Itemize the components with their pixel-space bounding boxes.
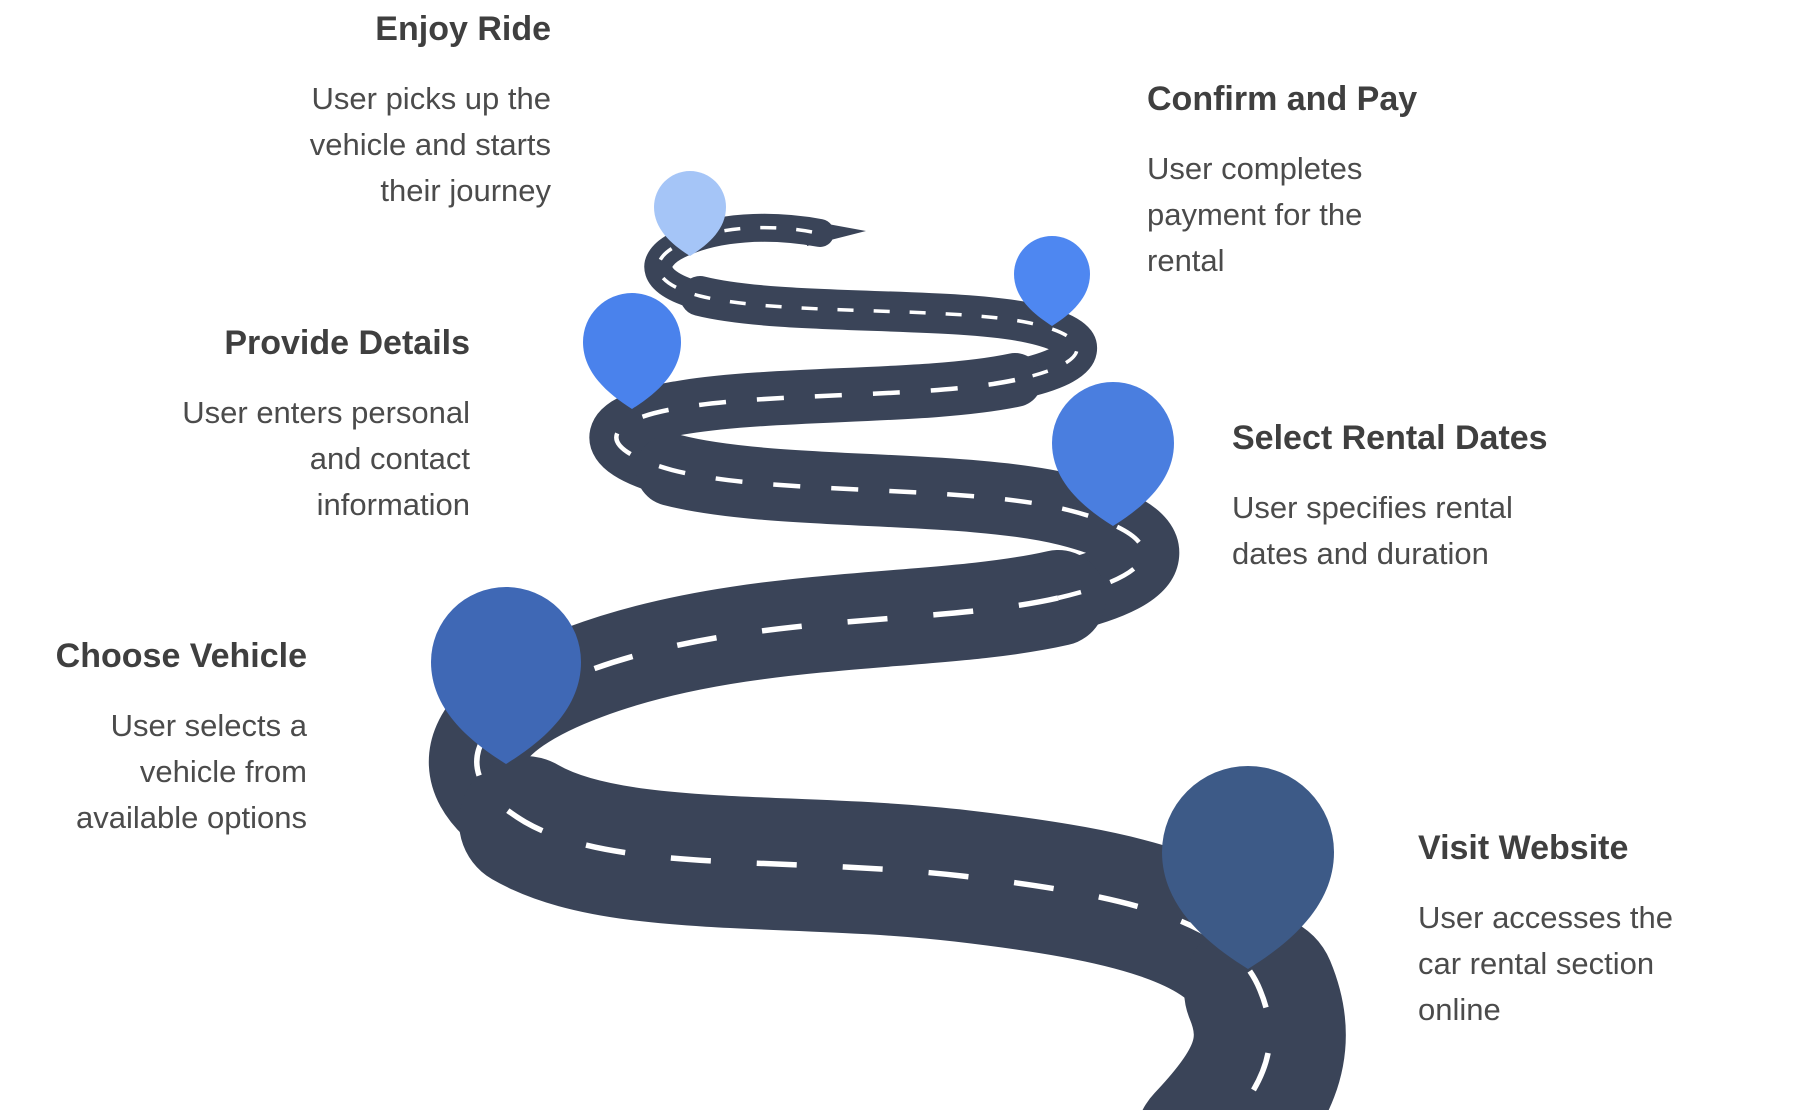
step-description: User picks up the vehicle and starts the… — [309, 81, 551, 208]
step-description: User accesses the car rental section onl… — [1418, 900, 1673, 1027]
step-description: User selects a vehicle from available op… — [76, 708, 307, 835]
step-description: User specifies rental dates and duration — [1232, 490, 1513, 571]
center-line-middle — [614, 377, 1146, 601]
pin-enjoy-ride — [654, 171, 726, 256]
center-line-bottom — [474, 595, 1273, 1110]
step-title: Visit Website — [1418, 829, 1629, 867]
step-title: Choose Vehicle — [55, 637, 307, 675]
step-confirm-and-pay: Confirm and Pay User completes payment f… — [1147, 79, 1417, 284]
pins — [431, 171, 1334, 969]
step-description: User completes payment for the rental — [1147, 151, 1363, 278]
pin-provide-details — [583, 293, 681, 409]
step-description: User enters personal and contact informa… — [182, 395, 470, 522]
pin-choose-vehicle — [431, 587, 581, 764]
road-segment-6 — [459, 756, 1326, 1056]
pin-confirm-and-pay — [1014, 236, 1090, 326]
step-title: Confirm and Pay — [1147, 80, 1418, 118]
step-select-rental-dates: Select Rental Dates User specifies renta… — [1232, 418, 1548, 577]
step-visit-website: Visit Website User accesses the car rent… — [1418, 828, 1673, 1033]
step-title: Select Rental Dates — [1232, 419, 1548, 457]
step-title: Provide Details — [224, 324, 470, 362]
step-enjoy-ride: Enjoy Ride User picks up the vehicle and… — [310, 9, 551, 214]
road-segment-7 — [1142, 914, 1346, 1110]
step-provide-details: Provide Details User enters personal and… — [182, 323, 470, 528]
step-title: Enjoy Ride — [375, 10, 551, 48]
pin-select-rental-dates — [1052, 382, 1174, 526]
pin-visit-website — [1162, 766, 1334, 969]
step-choose-vehicle: Choose Vehicle User selects a vehicle fr… — [56, 636, 307, 841]
